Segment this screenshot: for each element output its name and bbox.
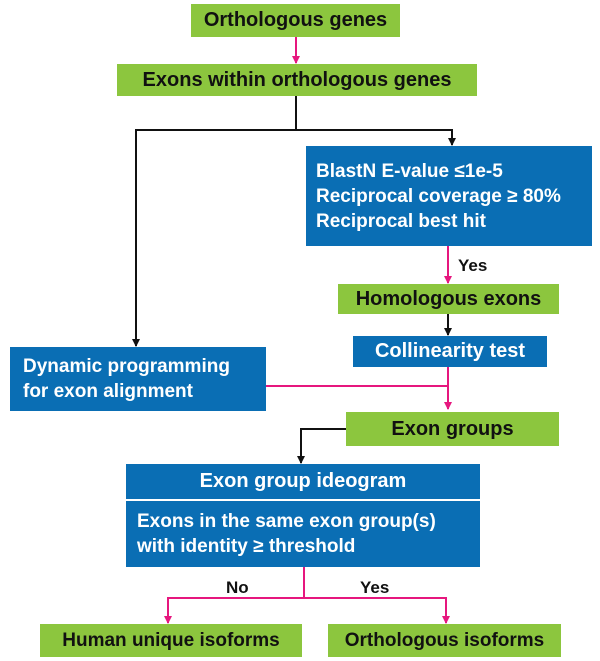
dynamic-line-2: for exon alignment [23, 381, 193, 402]
criteria-line-3: Reciprocal best hit [316, 210, 486, 232]
edge-label-yes-ideogram: Yes [360, 578, 390, 597]
arrow-groups-to-ideogram [297, 428, 346, 464]
node-ideogram-title-label: Exon group ideogram [199, 470, 407, 492]
node-orthologous-isoforms: Orthologous isoforms [328, 624, 561, 657]
dynamic-line-1: Dynamic programming [23, 356, 230, 377]
node-ideogram-body: Exons in the same exon group(s) with ide… [126, 501, 480, 567]
ideogram-body-line-2: with identity ≥ threshold [137, 536, 356, 557]
arrow-ideogram-to-orthologous [304, 597, 450, 624]
node-blast-criteria: BlastN E-value ≤1e-5 Reciprocal coverage… [306, 146, 592, 246]
node-exons-within-orthologous-genes: Exons within orthologous genes [117, 64, 477, 96]
node-homologous-exons-label: Homologous exons [355, 287, 542, 310]
node-exon-groups: Exon groups [346, 412, 559, 446]
node-exon-groups-label: Exon groups [391, 417, 514, 440]
criteria-line-2: Reciprocal coverage ≥ 80% [316, 185, 561, 207]
arrow-ideogram-split [164, 567, 305, 624]
ideogram-body-line-1: Exons in the same exon group(s) [137, 511, 436, 532]
criteria-line-1: BlastN E-value ≤1e-5 [316, 160, 503, 182]
arrow-exons-to-blast [296, 129, 456, 146]
node-orthologous-genes: Orthologous genes [191, 4, 400, 37]
node-exons-within-label: Exons within orthologous genes [142, 68, 452, 91]
node-dynamic-programming: Dynamic programming for exon alignment [10, 347, 266, 411]
edge-label-yes-blast: Yes [458, 256, 488, 275]
node-collinearity-test: Collinearity test [353, 336, 547, 367]
arrow-exons-split [132, 96, 297, 347]
edge-label-no: No [226, 578, 249, 597]
arrow-dynamic-to-groups [266, 385, 449, 409]
node-collinearity-test-label: Collinearity test [374, 340, 526, 362]
node-human-unique-isoforms: Human unique isoforms [40, 624, 302, 657]
node-human-unique-label: Human unique isoforms [62, 629, 280, 651]
node-homologous-exons: Homologous exons [338, 284, 559, 314]
node-orthologous-isoforms-label: Orthologous isoforms [344, 629, 545, 651]
node-orthologous-genes-label: Orthologous genes [203, 9, 388, 31]
node-ideogram-title: Exon group ideogram [126, 464, 480, 499]
